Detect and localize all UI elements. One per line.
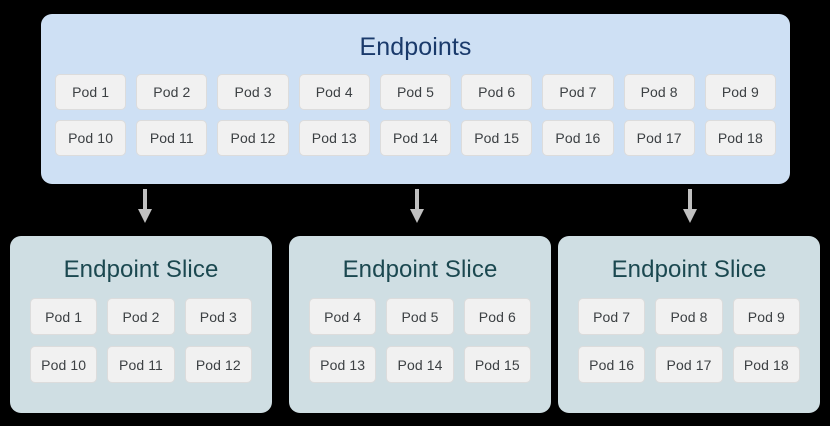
pod-chip: Pod 6: [463, 298, 531, 335]
pod-chip: Pod 18: [704, 120, 776, 156]
endpoint-slice-box-2: Endpoint Slice Pod 4 Pod 5 Pod 6 Pod 13 …: [289, 236, 551, 413]
slice-pod-row-1: Pod 1 Pod 2 Pod 3: [30, 298, 252, 335]
pod-chip: Pod 11: [107, 346, 175, 383]
pod-chip: Pod 14: [386, 346, 454, 383]
pod-chip: Pod 13: [309, 346, 377, 383]
pod-chip: Pod 12: [184, 346, 252, 383]
pod-chip: Pod 12: [217, 120, 289, 156]
pod-chip: Pod 16: [542, 120, 614, 156]
endpoints-pod-row-1: Pod 1 Pod 2 Pod 3 Pod 4 Pod 5 Pod 6 Pod …: [55, 74, 776, 110]
pod-chip: Pod 15: [461, 120, 533, 156]
pod-chip: Pod 4: [298, 74, 370, 110]
pod-chip: Pod 5: [386, 298, 454, 335]
pod-chip: Pod 6: [461, 74, 533, 110]
pod-chip: Pod 4: [309, 298, 377, 335]
pod-chip: Pod 7: [578, 298, 646, 335]
pod-chip: Pod 10: [55, 120, 127, 156]
endpoint-slice-title: Endpoint Slice: [342, 256, 498, 283]
endpoint-slice-box-1: Endpoint Slice Pod 1 Pod 2 Pod 3 Pod 10 …: [10, 236, 272, 413]
pod-chip: Pod 16: [578, 346, 646, 383]
pod-chip: Pod 9: [732, 298, 800, 335]
pod-chip: Pod 3: [184, 298, 252, 335]
pod-chip: Pod 1: [30, 298, 98, 335]
arrow-down-icon: [404, 189, 430, 223]
pod-chip: Pod 3: [217, 74, 289, 110]
pod-chip: Pod 9: [704, 74, 776, 110]
arrow-down-icon: [132, 189, 158, 223]
endpoint-slice-pod-grid: Pod 7 Pod 8 Pod 9 Pod 16 Pod 17 Pod 18: [578, 298, 800, 383]
pod-chip: Pod 17: [623, 120, 695, 156]
pod-chip: Pod 18: [732, 346, 800, 383]
pod-chip: Pod 8: [623, 74, 695, 110]
pod-chip: Pod 14: [379, 120, 452, 156]
slice-pod-row-1: Pod 4 Pod 5 Pod 6: [309, 298, 531, 335]
endpoint-slice-box-3: Endpoint Slice Pod 7 Pod 8 Pod 9 Pod 16 …: [558, 236, 820, 413]
pod-chip: Pod 2: [107, 298, 175, 335]
pod-chip: Pod 11: [136, 120, 208, 156]
endpoint-slice-pod-grid: Pod 4 Pod 5 Pod 6 Pod 13 Pod 14 Pod 15: [309, 298, 531, 383]
pod-chip: Pod 7: [542, 74, 614, 110]
endpoint-slice-title: Endpoint Slice: [611, 256, 767, 283]
pod-chip: Pod 8: [655, 298, 723, 335]
slice-pod-row-2: Pod 10 Pod 11 Pod 12: [30, 346, 252, 383]
slice-pod-row-2: Pod 16 Pod 17 Pod 18: [578, 346, 800, 383]
pod-chip: Pod 2: [136, 74, 208, 110]
endpoint-slice-title: Endpoint Slice: [63, 256, 219, 283]
pod-chip: Pod 10: [30, 346, 98, 383]
endpoints-title: Endpoints: [359, 33, 472, 61]
endpoints-pod-grid: Pod 1 Pod 2 Pod 3 Pod 4 Pod 5 Pod 6 Pod …: [55, 74, 776, 156]
pod-chip: Pod 1: [55, 74, 127, 110]
arrow-down-icon: [677, 189, 703, 223]
pod-chip: Pod 5: [379, 74, 452, 110]
endpoints-box: Endpoints Pod 1 Pod 2 Pod 3 Pod 4 Pod 5 …: [41, 14, 790, 184]
endpoint-slice-pod-grid: Pod 1 Pod 2 Pod 3 Pod 10 Pod 11 Pod 12: [30, 298, 252, 383]
slice-pod-row-1: Pod 7 Pod 8 Pod 9: [578, 298, 800, 335]
endpoints-pod-row-2: Pod 10 Pod 11 Pod 12 Pod 13 Pod 14 Pod 1…: [55, 120, 776, 156]
pod-chip: Pod 17: [655, 346, 723, 383]
pod-chip: Pod 13: [298, 120, 370, 156]
slice-pod-row-2: Pod 13 Pod 14 Pod 15: [309, 346, 531, 383]
pod-chip: Pod 15: [463, 346, 531, 383]
